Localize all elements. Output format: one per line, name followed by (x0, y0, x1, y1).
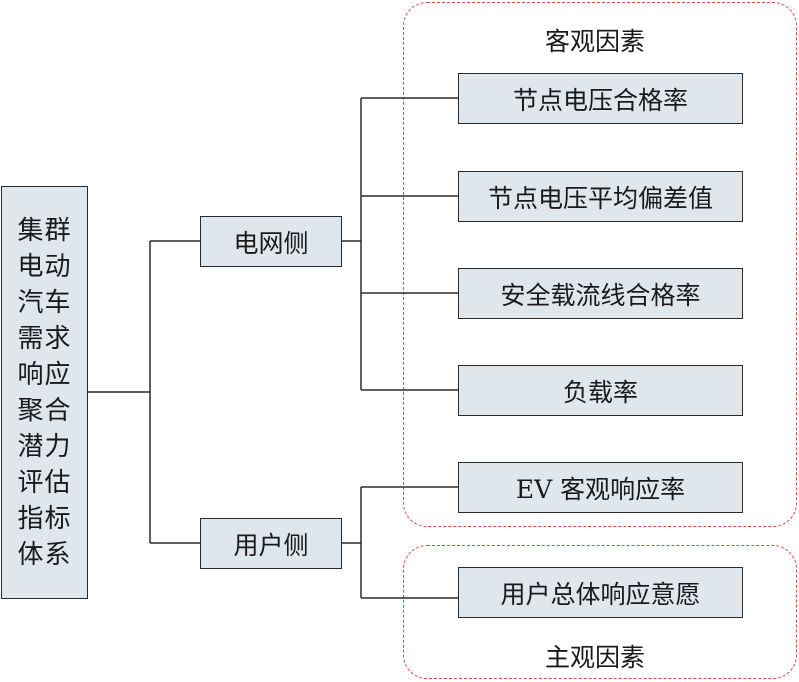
root-line: 评估 (17, 467, 72, 498)
root-line: 响应 (17, 359, 72, 390)
leaf-node-user-response-willingness: 用户总体响应意愿 (458, 567, 743, 618)
leaf-node-load-rate: 负载率 (458, 365, 743, 416)
root-line: 体系 (17, 539, 72, 570)
subjective-factors-label: 主观因素 (545, 643, 646, 672)
leaf-node-voltage-mean-deviation: 节点电压平均偏差值 (458, 171, 743, 222)
root-line: 潜力 (17, 431, 72, 462)
leaf-node-ev-objective-response-rate: EV 客观响应率 (458, 462, 743, 513)
objective-factors-label: 客观因素 (545, 27, 646, 56)
objective-factors-group (403, 2, 797, 527)
root-line: 指标 (17, 503, 72, 534)
leaf-node-line-current-pass-rate: 安全载流线合格率 (458, 268, 743, 319)
root-line: 聚合 (17, 395, 72, 426)
user-side-node: 用户侧 (200, 518, 342, 569)
root-line: 汽车 (17, 287, 72, 318)
root-line: 需求 (17, 323, 72, 354)
subjective-factors-group (403, 545, 797, 679)
leaf-node-voltage-pass-rate: 节点电压合格率 (458, 73, 743, 124)
grid-side-node: 电网侧 (200, 216, 342, 267)
root-line: 集群 (17, 215, 72, 246)
root-line: 电动 (17, 251, 72, 282)
root-node: 集群 电动 汽车 需求 响应 聚合 潜力 评估 指标 体系 (1, 186, 88, 599)
